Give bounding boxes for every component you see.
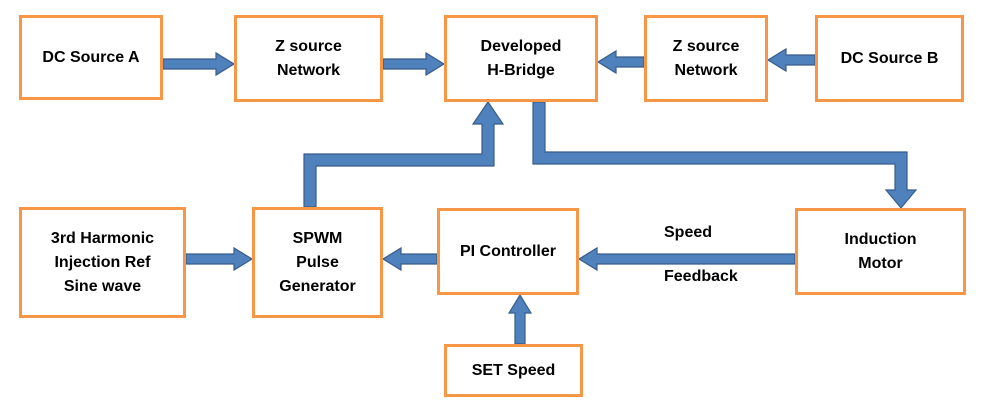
pi-controller-block: PI Controller — [437, 208, 579, 295]
arrow-h-bridge-to-motor — [532, 101, 918, 209]
block-text-line: Network — [674, 61, 738, 79]
arrow-pi-to-spwm — [381, 246, 438, 272]
block-text-line: SPWM — [292, 229, 343, 247]
block-text-line: Sine wave — [63, 277, 142, 295]
block-text-line: Induction — [844, 230, 917, 248]
arrow-harmonic-to-spwm — [185, 246, 254, 272]
block-text-line: Network — [276, 61, 341, 79]
arrow-set-speed-to-pi — [507, 293, 533, 345]
arrow-motor-to-pi — [577, 246, 796, 272]
block-text-line: 3rd Harmonic — [50, 229, 155, 247]
arrow-z-source-to-h-bridge-right — [596, 49, 645, 75]
block-text-line: DC Source B — [840, 49, 939, 67]
arrow-z-source-to-h-bridge — [382, 51, 446, 77]
block-text-line: DC Source A — [42, 48, 140, 66]
block-text-line: SET Speed — [471, 361, 556, 379]
block-text-line: H-Bridge — [487, 61, 555, 79]
block-text-line: Injection Ref — [54, 253, 151, 271]
block-text-line: Developed — [480, 37, 562, 55]
block-text-line: Z source — [672, 37, 740, 55]
arrow-dc-b-to-z-source — [766, 47, 816, 73]
arrow-dc-a-to-z-source — [162, 51, 236, 77]
arrow-spwm-to-h-bridge — [303, 100, 505, 208]
block-text-line: PI Controller — [459, 242, 556, 260]
feedback-label: Feedback — [664, 268, 738, 285]
dc-source-b-block: DC Source B — [815, 15, 964, 102]
set-speed-block: SET Speed — [444, 344, 583, 397]
speed-label: Speed — [664, 224, 713, 241]
arrows — [162, 47, 918, 345]
block-text-line: Pulse — [296, 253, 339, 271]
block-text-line: Generator — [279, 277, 356, 295]
block-text-line: Motor — [858, 254, 903, 272]
dc-source-a-block: DC Source A — [19, 15, 163, 100]
block-text-line: Z source — [275, 37, 342, 55]
